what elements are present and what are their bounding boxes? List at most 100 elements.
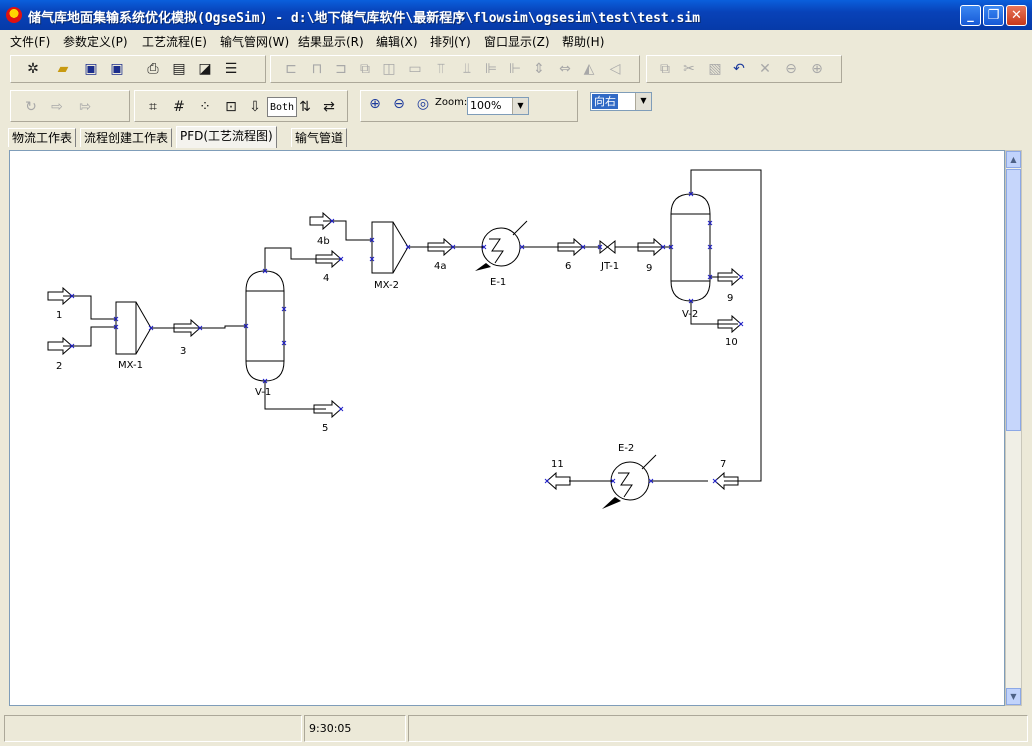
zoom-in-icon[interactable]: ⊕	[369, 96, 381, 112]
stream-label: 4a	[434, 261, 447, 272]
align-left-icon[interactable]: ⊏	[285, 61, 297, 77]
vertical-arrows-icon[interactable]: ⇅	[299, 99, 311, 115]
stream-label: 9	[727, 293, 733, 304]
vertical-scrollbar[interactable]: ▲ ▼	[1005, 150, 1022, 706]
direction-select[interactable]: 向右 ▼	[590, 92, 652, 111]
menu-edit[interactable]: 编辑(X)	[376, 35, 418, 49]
open-folder-icon[interactable]: ▰	[57, 61, 69, 77]
cursor-icon[interactable]: ⇩	[249, 99, 261, 115]
paste-icon[interactable]: ▧	[708, 61, 722, 77]
pfd-diagram[interactable]: 1 2 3 4 4b 4a 5 6 9 9 10 7 11 MX-1 V-1 M…	[10, 151, 1005, 706]
undo-icon[interactable]: ↶	[733, 61, 745, 77]
unit-label: V-2	[682, 309, 698, 320]
space-across-icon[interactable]: ⫪	[437, 61, 445, 77]
horizontal-arrows-icon[interactable]: ⇄	[323, 99, 335, 115]
stream-label: 4	[323, 273, 329, 284]
insert-object-icon[interactable]: ⇰	[79, 99, 91, 115]
run-toolbar: ↻ ⇨ ⇰	[10, 90, 130, 122]
direction-value: 向右	[592, 94, 618, 109]
stream-label: 6	[565, 261, 571, 272]
stream-label: 7	[720, 459, 726, 470]
flip-horizontal-icon[interactable]: ◭	[583, 61, 595, 77]
app-icon[interactable]	[6, 7, 22, 23]
menu-arrange[interactable]: 排列(Y)	[430, 35, 471, 49]
stream-label: 5	[322, 423, 328, 434]
cut-icon[interactable]: ✂	[683, 61, 695, 77]
menu-param-define[interactable]: 参数定义(P)	[63, 35, 128, 49]
chevron-down-icon[interactable]: ▼	[512, 98, 528, 114]
window-title: 储气库地面集输系统优化模拟(OgseSim) - d:\地下储气库软件\最新程序…	[28, 11, 701, 26]
zoom-select[interactable]: 100% ▼	[467, 97, 529, 115]
save-icon[interactable]: ▣	[84, 61, 98, 77]
align-bottom-icon[interactable]: ▭	[408, 61, 422, 77]
print-preview-icon[interactable]: ▤	[172, 61, 186, 77]
unit-label: MX-1	[118, 360, 143, 371]
stream-label: 1	[56, 310, 62, 321]
menu-file[interactable]: 文件(F)	[10, 35, 51, 49]
flip-vertical-icon[interactable]: ◁	[609, 61, 621, 77]
menu-bar: 文件(F) 参数定义(P) 工艺流程(E) 输气管网(W) 结果显示(R) 编辑…	[0, 30, 1032, 51]
zoom-out-icon[interactable]: ⊖	[393, 96, 405, 112]
align-center-icon[interactable]: ⊓	[311, 61, 323, 77]
minimize-button[interactable]: _	[960, 5, 981, 26]
save-as-icon[interactable]: ▣	[110, 61, 124, 77]
align-middle-icon[interactable]: ◫	[382, 61, 396, 77]
close-button[interactable]: ✕	[1006, 5, 1027, 26]
menu-results[interactable]: 结果显示(R)	[298, 35, 364, 49]
menu-gas-network[interactable]: 输气管网(W)	[220, 35, 290, 49]
status-time: 9:30:05	[304, 715, 406, 742]
snap-grid-icon[interactable]: ⌗	[149, 99, 157, 115]
align-top-icon[interactable]: ⧉	[360, 61, 370, 77]
scroll-thumb[interactable]	[1006, 169, 1021, 431]
status-bar: 9:30:05	[0, 712, 1032, 746]
step-forward-icon[interactable]: ⇨	[51, 99, 63, 115]
stream-label: 11	[551, 459, 564, 470]
lock-icon[interactable]: ⊖	[785, 61, 797, 77]
pfd-canvas[interactable]: 1 2 3 4 4b 4a 5 6 9 9 10 7 11 MX-1 V-1 M…	[9, 150, 1005, 706]
file-toolbar: ✲ ▰ ▣ ▣ ⎙ ▤ ◪ ☰	[10, 55, 266, 83]
delete-icon[interactable]: ✕	[759, 61, 771, 77]
dot-grid-icon[interactable]: ⁘	[199, 99, 211, 115]
scroll-down-icon[interactable]: ▼	[1006, 688, 1021, 705]
tab-pfd[interactable]: PFD(工艺流程图)	[176, 126, 277, 148]
chevron-down-icon[interactable]: ▼	[635, 93, 651, 110]
new-icon[interactable]: ✲	[27, 61, 39, 77]
print-icon[interactable]: ⎙	[147, 61, 159, 77]
stream-label: 9	[646, 263, 652, 274]
edit-toolbar: ⧉ ✂ ▧ ↶ ✕ ⊖ ⊕	[646, 55, 842, 83]
title-bar: 储气库地面集输系统优化模拟(OgseSim) - d:\地下储气库软件\最新程序…	[0, 0, 1032, 30]
align-toolbar: ⊏ ⊓ ⊐ ⧉ ◫ ▭ ⫪ ⫫ ⊫ ⊩ ⇕ ⇔ ◭ ◁	[270, 55, 640, 83]
tab-flow-builder[interactable]: 流程创建工作表	[80, 128, 173, 147]
menu-help[interactable]: 帮助(H)	[562, 35, 605, 49]
properties-icon[interactable]: ◪	[198, 61, 212, 77]
printer-setup-icon[interactable]: ☰	[224, 61, 238, 77]
menu-window[interactable]: 窗口显示(Z)	[484, 35, 550, 49]
center-horizontal-icon[interactable]: ⇔	[559, 61, 571, 77]
align-right-icon[interactable]: ⊐	[335, 61, 347, 77]
zoom-value: 100%	[470, 99, 502, 112]
zoom-fit-icon[interactable]: ◎	[416, 96, 430, 112]
tab-gas-pipeline[interactable]: 输气管道	[291, 128, 348, 147]
same-height-icon[interactable]: ⊩	[508, 61, 522, 77]
unit-label: JT-1	[600, 261, 619, 272]
maximize-button[interactable]: ❐	[983, 5, 1004, 26]
center-vertical-icon[interactable]: ⇕	[533, 61, 545, 77]
scroll-up-icon[interactable]: ▲	[1006, 151, 1021, 168]
unit-label: MX-2	[374, 280, 399, 291]
same-width-icon[interactable]: ⊫	[484, 61, 498, 77]
zoom-toolbar: ⊕ ⊖ ◎ Zoom: 100% ▼	[360, 90, 578, 122]
select-frame-icon[interactable]: ⊡	[225, 99, 237, 115]
status-pane-extra	[408, 715, 1028, 742]
grid-icon[interactable]: #	[173, 99, 185, 115]
stream-label: 4b	[317, 236, 330, 247]
stream-label: 3	[180, 346, 186, 357]
menu-process-flow[interactable]: 工艺流程(E)	[142, 35, 207, 49]
unit-label: E-1	[490, 277, 506, 288]
stream-label: 10	[725, 337, 738, 348]
copy-icon[interactable]: ⧉	[660, 61, 670, 77]
space-down-icon[interactable]: ⫫	[463, 61, 471, 77]
refresh-icon[interactable]: ↻	[25, 99, 37, 115]
unlock-icon[interactable]: ⊕	[811, 61, 823, 77]
tab-stream-sheet[interactable]: 物流工作表	[8, 128, 77, 147]
both-toggle[interactable]: Both	[267, 97, 297, 117]
